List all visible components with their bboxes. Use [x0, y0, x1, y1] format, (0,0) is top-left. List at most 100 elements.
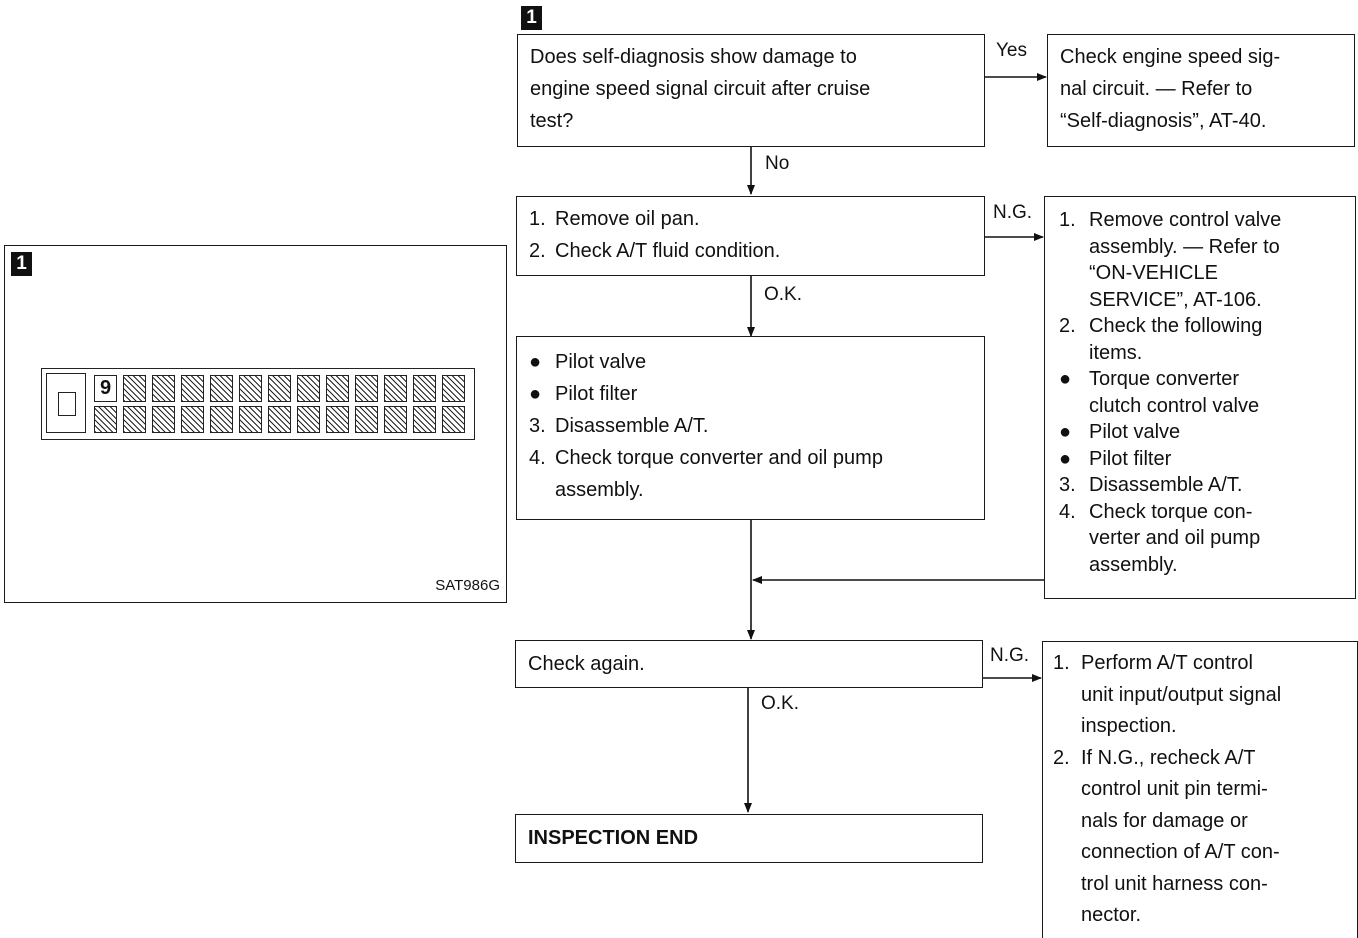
item-text-line: Pilot filter [555, 383, 638, 405]
figure-code: SAT986G [435, 577, 500, 594]
item-text: Check A/T fluid condition. [555, 240, 781, 262]
connector-pin [268, 375, 291, 402]
connector-latch [46, 373, 86, 433]
connector-pin [355, 375, 378, 402]
item-marker: ● [1059, 447, 1072, 470]
list-item: ● Pilot filter [529, 378, 972, 410]
item-text-line: Pilot filter [1089, 447, 1172, 470]
yes-action-line: nal circuit. — Refer to [1060, 78, 1253, 100]
pilot-valve-steps: ● Pilot valve ● Pilot filter 3.Disassemble A… [529, 346, 972, 506]
item-text-line: unit input/output signal [1081, 683, 1282, 706]
item-text-line: Check torque con- [1089, 500, 1253, 523]
item-text-line: Check the following [1089, 315, 1263, 337]
remove-oil-pan-box: 1.Remove oil pan. 2.Check A/T fluid cond… [516, 196, 985, 276]
q1-line: engine speed signal circuit after cruise [530, 78, 871, 100]
list-item: 1. Perform A/T control unit input/output s… [1053, 648, 1347, 743]
list-item: 2. If N.G., recheck A/T control unit pin t… [1053, 743, 1347, 932]
signal-inspection-box: 1. Perform A/T control unit input/output s… [1042, 641, 1358, 938]
question-self-diagnosis: Does self-diagnosis show damage to engin… [517, 34, 985, 147]
item-text-line: Pilot valve [555, 351, 647, 373]
pilot-valve-box: ● Pilot valve ● Pilot filter 3.Disassemble A… [516, 336, 985, 520]
connector-figure-panel: 1 9 SAT986G [4, 245, 507, 603]
item-text-line: control unit pin termi- [1081, 778, 1268, 800]
connector-pin [181, 406, 204, 433]
edge-label-ng: N.G. [993, 202, 1033, 223]
figure-step-badge: 1 [11, 252, 32, 276]
item-text-line: Torque converter [1089, 368, 1240, 390]
connector-pin [268, 406, 291, 433]
item-text-line: Check torque converter and oil pump [555, 447, 883, 469]
list-item: 1.Remove oil pan. [529, 203, 972, 235]
list-item: 3. Disassemble A/T. [1059, 472, 1343, 499]
item-marker: 3. [529, 415, 546, 437]
pin-9-label: 9 [94, 375, 117, 402]
item-marker: 2. [1053, 746, 1070, 769]
check-engine-speed-box: Check engine speed sig- nal circuit. — R… [1047, 34, 1355, 147]
check-again-box: Check again. [515, 640, 983, 688]
item-marker: ● [529, 351, 542, 373]
list-item: 2. Check the following items. [1059, 313, 1343, 366]
item-marker: 4. [529, 447, 546, 469]
item-marker: 3. [1059, 474, 1076, 496]
connector-pin [123, 375, 146, 402]
connector-pin [123, 406, 146, 433]
connector-pin [384, 406, 407, 433]
item-text-line: Perform A/T control [1081, 652, 1253, 674]
inspection-end-text: INSPECTION END [528, 827, 699, 849]
edge-label-yes: Yes [996, 40, 1027, 61]
yes-action-line: “Self-diagnosis”, AT-40. [1060, 110, 1267, 132]
edge-label-ok: O.K. [764, 284, 803, 305]
connector-pin [355, 406, 378, 433]
edge-label-ng: N.G. [990, 645, 1030, 666]
item-text-line: SERVICE”, AT-106. [1089, 288, 1262, 311]
item-marker: ● [529, 383, 542, 405]
item-marker: ● [1059, 421, 1072, 443]
item-text-line: items. [1089, 341, 1143, 364]
connector-pin [297, 375, 320, 402]
item-text-line: clutch control valve [1089, 394, 1260, 417]
item-text-line: inspection. [1081, 715, 1177, 737]
edge-label-no: No [765, 153, 790, 174]
connector-pin [442, 406, 465, 433]
connector-pin [152, 375, 175, 402]
connector-pin [239, 375, 262, 402]
q1-line: test? [530, 110, 574, 132]
yes-action-line: Check engine speed sig- [1060, 46, 1281, 68]
connector-pin [94, 406, 117, 433]
signal-inspection-steps: 1. Perform A/T control unit input/output s… [1053, 648, 1347, 932]
connector-pin [297, 406, 320, 433]
item-text-line: Pilot valve [1089, 421, 1181, 443]
item-text-line: nals for damage or [1081, 809, 1248, 832]
item-text-line: Remove control valve [1089, 209, 1282, 231]
flowchart-step-badge: 1 [521, 6, 542, 30]
item-text-line: If N.G., recheck A/T [1081, 746, 1256, 769]
connector-pin [210, 375, 233, 402]
connector-latch-inner [58, 392, 76, 416]
item-marker: 4. [1059, 500, 1076, 523]
connector-pin [326, 406, 349, 433]
item-text-line: connection of A/T con- [1081, 841, 1280, 863]
connector-pin [442, 375, 465, 402]
item-text-line: Disassemble A/T. [1089, 474, 1243, 496]
list-item: 3.Disassemble A/T. [529, 410, 972, 442]
item-marker: 2. [1059, 315, 1076, 337]
list-item: 2.Check A/T fluid condition. [529, 235, 972, 267]
item-marker: 1. [1053, 652, 1070, 674]
item-marker: 1. [529, 208, 546, 230]
connector-pin [413, 406, 436, 433]
item-text-line: trol unit harness con- [1081, 872, 1268, 895]
edge-label-ok: O.K. [761, 693, 800, 714]
connector-pin [181, 375, 204, 402]
connector-pin [239, 406, 262, 433]
connector-pin [210, 406, 233, 433]
connector-pin [152, 406, 175, 433]
list-item: ● Pilot valve [1059, 419, 1343, 446]
item-text-line: verter and oil pump [1089, 527, 1261, 549]
item-text-line: “ON-VEHICLE [1089, 262, 1218, 284]
